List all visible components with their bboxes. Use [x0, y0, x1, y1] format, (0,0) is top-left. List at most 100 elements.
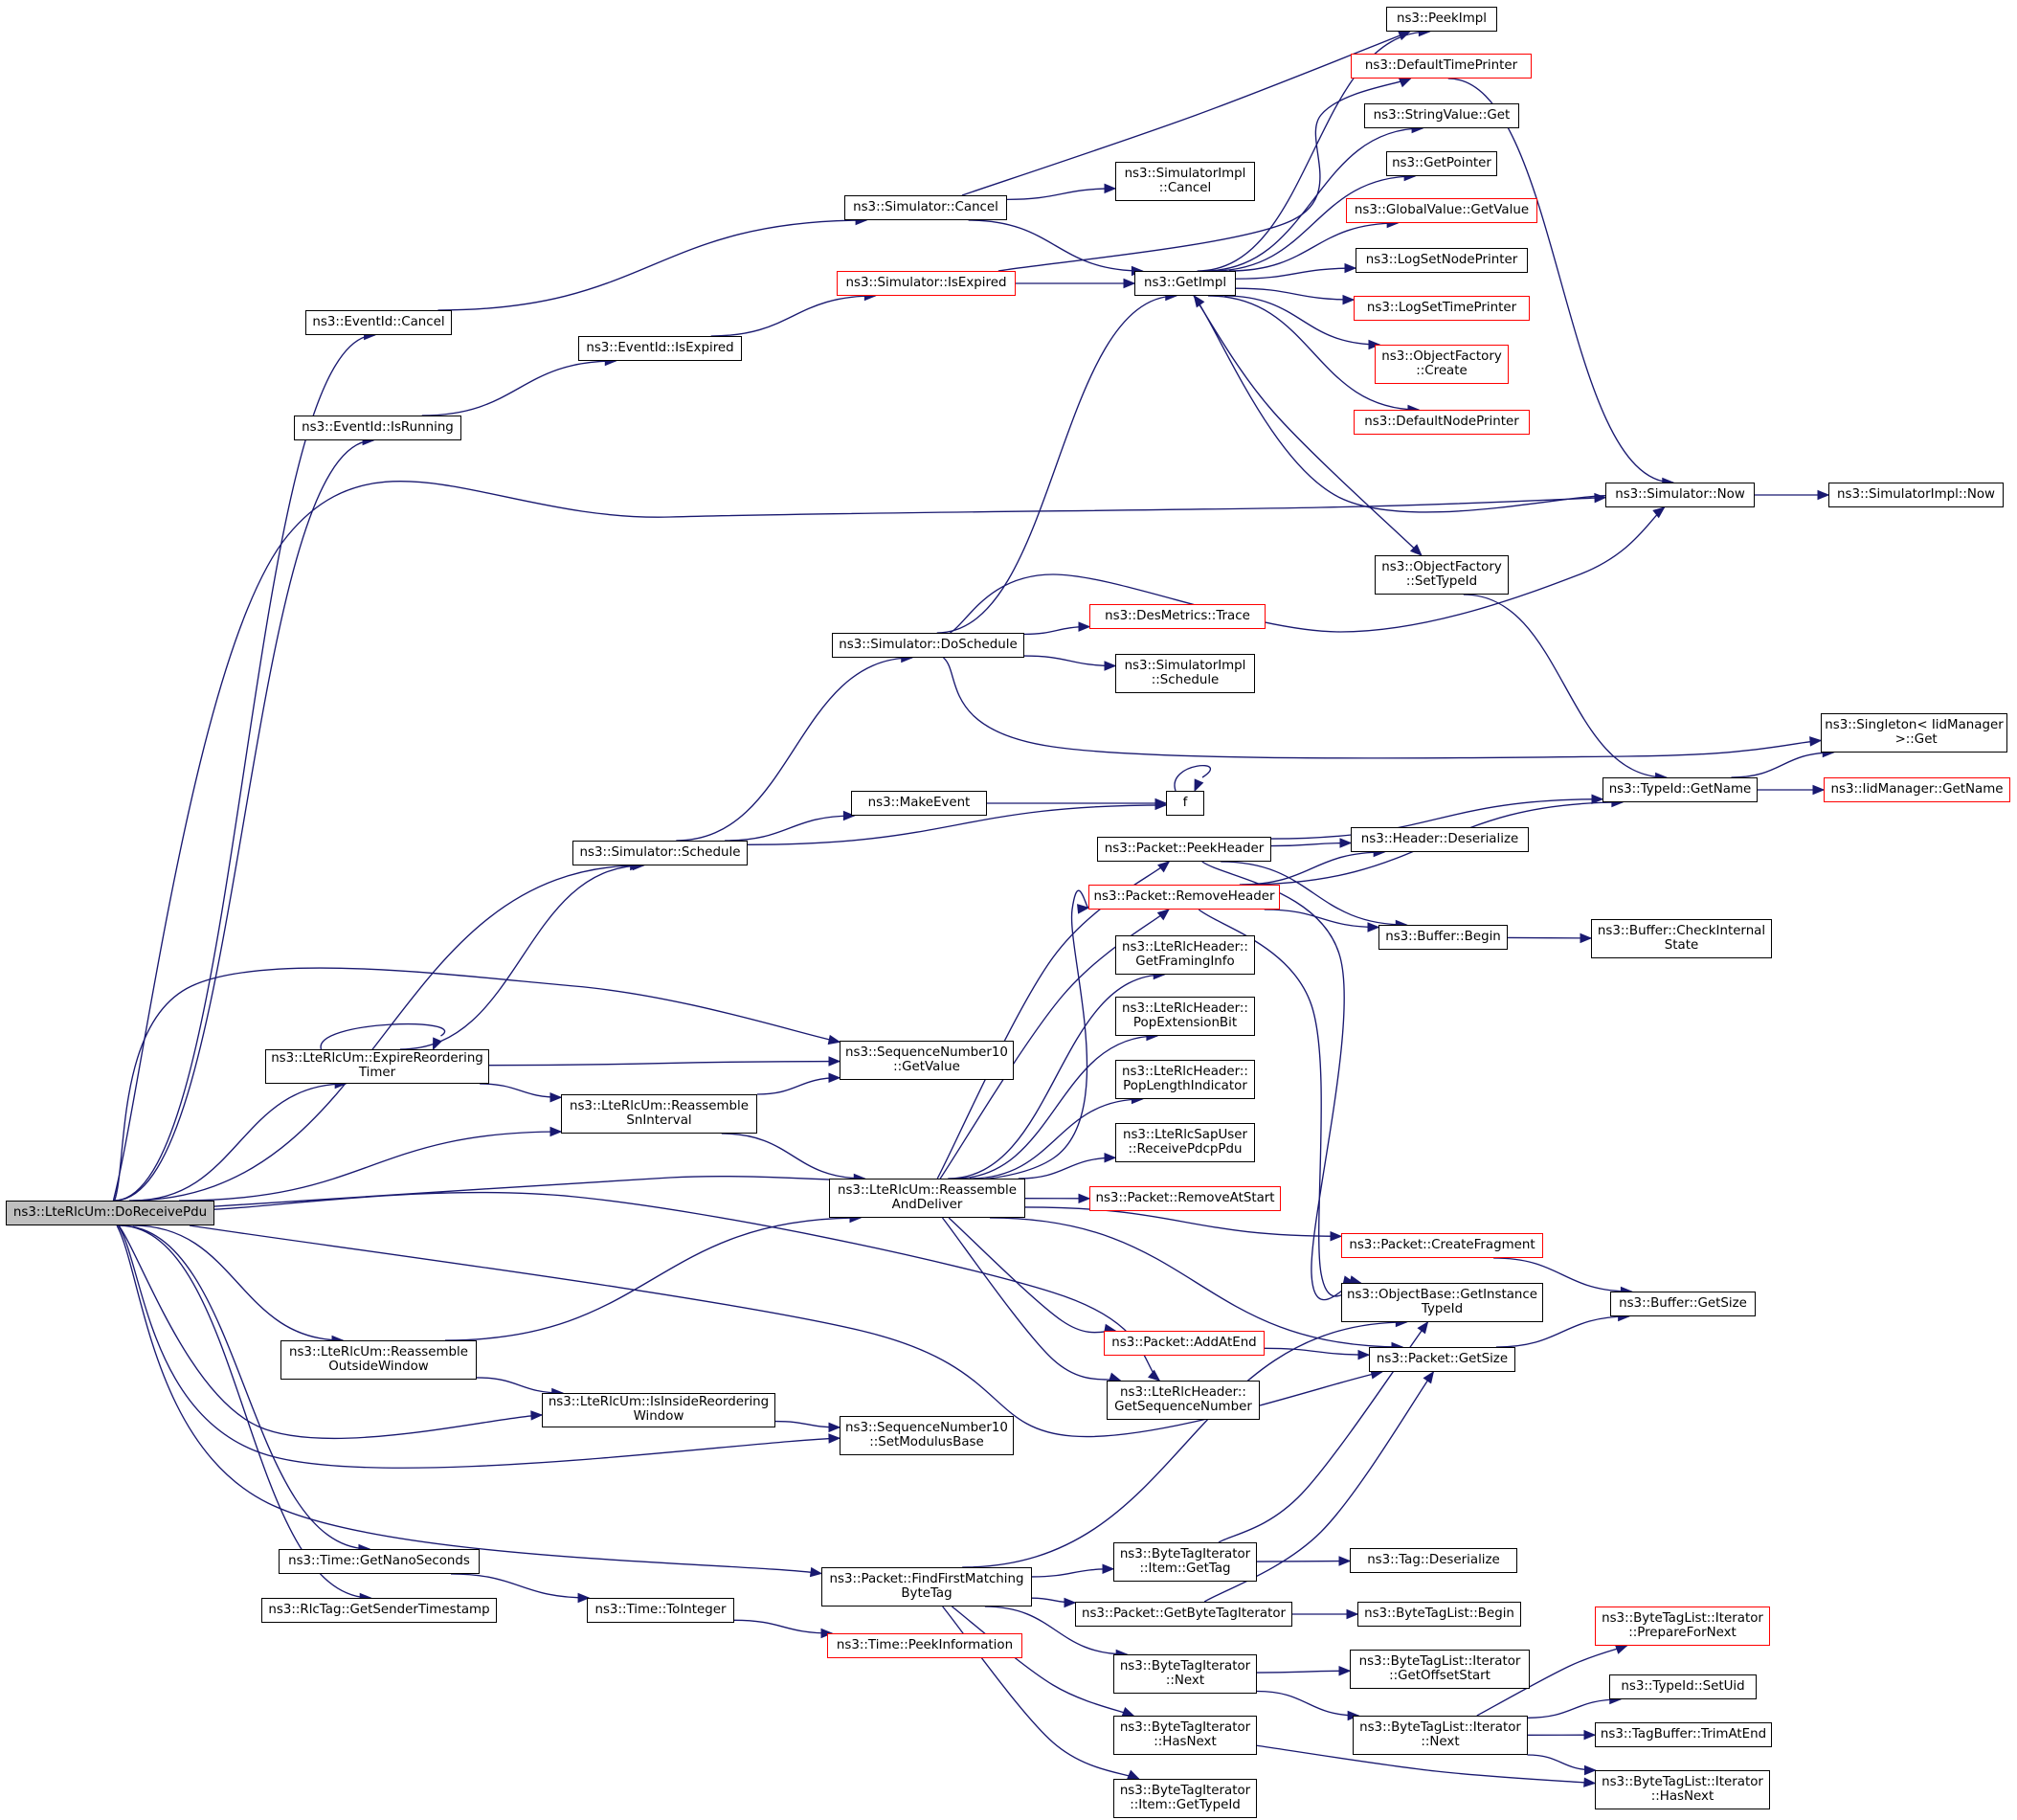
- node-label-line: ns3::DesMetrics::Trace: [1105, 608, 1250, 623]
- node-PacketPeekHeader[interactable]: ns3::Packet::PeekHeader: [1097, 837, 1271, 862]
- call-edge-GetImpl-to-LogSetNodePrinter: [1235, 262, 1357, 280]
- node-TimePeekInformation[interactable]: ns3::Time::PeekInformation: [827, 1633, 1022, 1658]
- node-EventIdIsExpired[interactable]: ns3::EventId::IsExpired: [578, 336, 742, 361]
- node-SimImplSchedule[interactable]: ns3::SimulatorImpl::Schedule: [1115, 654, 1255, 693]
- node-label-line: ns3::LteRlcUm::DoReceivePdu: [12, 1204, 208, 1220]
- node-label-line: ns3::IidManager::GetName: [1830, 781, 2004, 797]
- node-label-line: ::Next: [1165, 1673, 1205, 1688]
- node-GetOffsetStart[interactable]: ns3::ByteTagList::Iterator::GetOffsetSta…: [1350, 1650, 1530, 1689]
- node-PacketGetByteTagIterator[interactable]: ns3::Packet::GetByteTagIterator: [1075, 1602, 1292, 1627]
- node-DefaultNodePrinter[interactable]: ns3::DefaultNodePrinter: [1354, 410, 1530, 435]
- node-ObjectFactorySetTypeId[interactable]: ns3::ObjectFactory::SetTypeId: [1375, 555, 1509, 595]
- node-ByteTagListBegin[interactable]: ns3::ByteTagList::Begin: [1357, 1602, 1521, 1627]
- node-label-line: ::Cancel: [1158, 180, 1212, 195]
- node-label-line: ns3::ObjectFactory: [1381, 348, 1502, 364]
- node-PacketAddAtEnd[interactable]: ns3::Packet::AddAtEnd: [1104, 1331, 1265, 1356]
- node-ByteTagIteratorNext[interactable]: ns3::ByteTagIterator::Next: [1113, 1654, 1257, 1694]
- node-SimImplCancel[interactable]: ns3::SimulatorImpl::Cancel: [1115, 162, 1255, 201]
- node-TypeIdGetName[interactable]: ns3::TypeId::GetName: [1602, 777, 1758, 802]
- node-SimIsExpired[interactable]: ns3::Simulator::IsExpired: [837, 271, 1016, 296]
- node-SimCancel[interactable]: ns3::Simulator::Cancel: [844, 195, 1007, 220]
- node-LogSetTimePrinter[interactable]: ns3::LogSetTimePrinter: [1354, 296, 1530, 321]
- call-edge-FindFirstMatchingByteTag-to-ItemGetTag: [1031, 1563, 1115, 1578]
- node-BufferBegin[interactable]: ns3::Buffer::Begin: [1378, 925, 1508, 950]
- node-ItemGetTypeId[interactable]: ns3::ByteTagIterator::Item::GetTypeId: [1113, 1779, 1257, 1818]
- node-label-line: ns3::ByteTagIterator: [1119, 1658, 1251, 1674]
- node-PeekImpl[interactable]: ns3::PeekImpl: [1386, 7, 1497, 32]
- node-label-line: ns3::ByteTagIterator: [1119, 1546, 1251, 1562]
- node-label-line: ns3::LteRlcUm::Reassemble: [288, 1344, 469, 1359]
- node-BufferGetSize[interactable]: ns3::Buffer::GetSize: [1610, 1292, 1756, 1316]
- node-SimDoSchedule[interactable]: ns3::Simulator::DoSchedule: [832, 633, 1024, 658]
- call-edge-SimDoSchedule-to-GetImpl: [936, 290, 1178, 634]
- node-label-line: ByteTag: [901, 1585, 952, 1601]
- node-PacketGetSize[interactable]: ns3::Packet::GetSize: [1369, 1347, 1515, 1372]
- call-edge-ExpireReorderingTimer-to-ReassembleSnInterval: [480, 1083, 563, 1103]
- call-edge-ReassembleAndDeliver-to-PacketAddAtEnd: [948, 1217, 1117, 1335]
- node-SeqGetValue[interactable]: ns3::SequenceNumber10::GetValue: [840, 1041, 1014, 1080]
- call-edge-ReassembleAndDeliver-to-ReceivePdcpPdu: [1018, 1152, 1117, 1180]
- node-DefaultTimePrinter[interactable]: ns3::DefaultTimePrinter: [1351, 54, 1532, 79]
- node-PopExtensionBit[interactable]: ns3::LteRlcHeader::PopExtensionBit: [1115, 997, 1255, 1036]
- node-label-line: ns3::PeekImpl: [1396, 11, 1488, 26]
- node-f[interactable]: f: [1166, 791, 1204, 816]
- node-HeaderDeserialize[interactable]: ns3::Header::Deserialize: [1351, 827, 1529, 852]
- node-MakeEvent[interactable]: ns3::MakeEvent: [851, 791, 987, 816]
- call-edge-GetImpl-to-LogSetTimePrinter: [1235, 287, 1356, 305]
- node-label-line: SnInterval: [626, 1112, 692, 1128]
- node-TagBufferTrimAtEnd[interactable]: ns3::TagBuffer::TrimAtEnd: [1595, 1722, 1772, 1747]
- node-SetModulusBase[interactable]: ns3::SequenceNumber10::SetModulusBase: [840, 1416, 1014, 1455]
- node-TypeIdSetUid[interactable]: ns3::TypeId::SetUid: [1609, 1674, 1757, 1699]
- node-label-line: ns3::Packet::FindFirstMatching: [829, 1571, 1024, 1586]
- node-label-line: ::GetOffsetStart: [1389, 1668, 1490, 1683]
- node-StringValueGet[interactable]: ns3::StringValue::Get: [1364, 103, 1519, 128]
- node-GetImpl[interactable]: ns3::GetImpl: [1134, 271, 1236, 296]
- node-PrepareForNext[interactable]: ns3::ByteTagList::Iterator::PrepareForNe…: [1595, 1607, 1770, 1646]
- node-label-line: ns3::Time::PeekInformation: [836, 1637, 1014, 1652]
- node-GlobalValueGetValue[interactable]: ns3::GlobalValue::GetValue: [1346, 198, 1537, 223]
- call-edge-IsInsideReorderingWindow-to-SetModulusBase: [774, 1420, 841, 1433]
- node-ReceivePdcpPdu[interactable]: ns3::LteRlcSapUser::ReceivePdcpPdu: [1115, 1123, 1255, 1162]
- node-label-line: ns3::GlobalValue::GetValue: [1354, 202, 1530, 217]
- node-PacketRemoveHeader[interactable]: ns3::Packet::RemoveHeader: [1088, 885, 1280, 910]
- node-label-line: ns3::LteRlcHeader::: [1120, 1384, 1246, 1400]
- node-EventIdCancel[interactable]: ns3::EventId::Cancel: [305, 310, 452, 335]
- node-PacketCreateFragment[interactable]: ns3::Packet::CreateFragment: [1341, 1233, 1543, 1258]
- node-label-line: ns3::Buffer::Begin: [1385, 929, 1501, 944]
- node-DesMetricsTrace[interactable]: ns3::DesMetrics::Trace: [1089, 604, 1266, 629]
- node-GetSequenceNumber[interactable]: ns3::LteRlcHeader::GetSequenceNumber: [1107, 1381, 1260, 1420]
- node-ItemGetTag[interactable]: ns3::ByteTagIterator::Item::GetTag: [1113, 1542, 1257, 1582]
- node-RlcTagGetSenderTimestamp[interactable]: ns3::RlcTag::GetSenderTimestamp: [261, 1598, 497, 1623]
- node-SimSchedule[interactable]: ns3::Simulator::Schedule: [572, 841, 748, 865]
- node-TagDeserialize[interactable]: ns3::Tag::Deserialize: [1350, 1548, 1517, 1573]
- node-TimeGetNanoSeconds[interactable]: ns3::Time::GetNanoSeconds: [279, 1549, 480, 1574]
- node-label-line: ::Item::GetTag: [1139, 1561, 1231, 1576]
- node-ObjectFactoryCreate[interactable]: ns3::ObjectFactory::Create: [1375, 345, 1509, 384]
- node-TimeToInteger[interactable]: ns3::Time::ToInteger: [587, 1598, 734, 1623]
- node-GetFramingInfo[interactable]: ns3::LteRlcHeader::GetFramingInfo: [1115, 935, 1255, 975]
- node-ByteTagListIteratorNext[interactable]: ns3::ByteTagList::Iterator::Next: [1353, 1716, 1528, 1755]
- call-edge-MakeEvent-to-f: [987, 798, 1168, 809]
- node-label-line: ::SetModulusBase: [869, 1434, 984, 1449]
- node-PopLengthIndicator[interactable]: ns3::LteRlcHeader::PopLengthIndicator: [1115, 1060, 1255, 1099]
- node-EventIdIsRunning[interactable]: ns3::EventId::IsRunning: [294, 416, 461, 440]
- node-SimImplNow[interactable]: ns3::SimulatorImpl::Now: [1828, 483, 2004, 507]
- call-edge-PacketGetByteTagIterator-to-ByteTagListBegin: [1292, 1608, 1359, 1620]
- node-ByteTagListIteratorHasNext[interactable]: ns3::ByteTagList::Iterator::HasNext: [1595, 1770, 1770, 1809]
- node-SimNow[interactable]: ns3::Simulator::Now: [1605, 483, 1755, 507]
- node-GetPointer[interactable]: ns3::GetPointer: [1386, 151, 1497, 176]
- node-IidManagerGetName[interactable]: ns3::IidManager::GetName: [1824, 777, 2010, 802]
- node-label-line: ns3::Buffer::CheckInternal: [1597, 923, 1766, 938]
- node-LogSetNodePrinter[interactable]: ns3::LogSetNodePrinter: [1356, 248, 1528, 273]
- node-PacketRemoveAtStart[interactable]: ns3::Packet::RemoveAtStart: [1089, 1186, 1281, 1211]
- node-ByteTagIteratorHasNext[interactable]: ns3::ByteTagIterator::HasNext: [1113, 1716, 1257, 1755]
- node-SingletonGet[interactable]: ns3::Singleton< IidManager >::Get: [1821, 713, 2007, 753]
